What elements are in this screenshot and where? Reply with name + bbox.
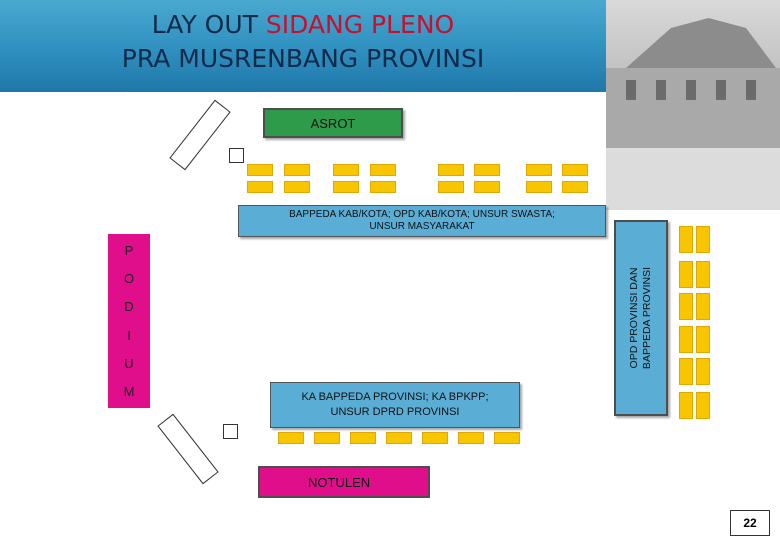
seat bbox=[679, 226, 693, 253]
seat bbox=[474, 181, 500, 193]
seat bbox=[284, 164, 310, 176]
building-photo bbox=[606, 0, 780, 210]
asrot-box: ASROT bbox=[263, 108, 403, 138]
building-window bbox=[656, 80, 666, 100]
opd-provinsi-box: OPD PROVINSI DAN BAPPEDA PROVINSI bbox=[614, 220, 668, 416]
building-window bbox=[746, 80, 756, 100]
seat bbox=[696, 392, 710, 419]
building-window bbox=[686, 80, 696, 100]
marker-square-bottom bbox=[223, 424, 238, 439]
title-part-1: LAY OUT bbox=[152, 10, 266, 39]
opd-line-2: BAPPEDA PROVINSI bbox=[641, 267, 654, 369]
notulen-box: NOTULEN bbox=[258, 466, 430, 498]
building-window bbox=[626, 80, 636, 100]
seat bbox=[562, 164, 588, 176]
seat bbox=[526, 164, 552, 176]
seat bbox=[696, 293, 710, 320]
marker-square-top bbox=[229, 148, 244, 163]
seat bbox=[696, 261, 710, 288]
seat bbox=[350, 432, 376, 444]
title-part-2: SIDANG PLENO bbox=[266, 10, 454, 39]
podium-letter: D bbox=[124, 299, 133, 314]
podium-letter: U bbox=[124, 356, 133, 371]
podium-box: P O D I U M bbox=[108, 234, 150, 408]
building-window bbox=[716, 80, 726, 100]
seat bbox=[696, 326, 710, 353]
ka-line-1: KA BAPPEDA PROVINSI; KA BPKPP; bbox=[301, 390, 488, 405]
title-line-2: PRA MUSRENBANG PROVINSI bbox=[0, 42, 606, 76]
title-line-1: LAY OUT SIDANG PLENO bbox=[0, 8, 606, 42]
seat bbox=[494, 432, 520, 444]
podium-letter: I bbox=[127, 328, 131, 343]
ka-line-2: UNSUR DPRD PROVINSI bbox=[301, 405, 488, 420]
seat bbox=[314, 432, 340, 444]
seat bbox=[474, 164, 500, 176]
seat bbox=[386, 432, 412, 444]
seat bbox=[562, 181, 588, 193]
podium-letter: P bbox=[125, 243, 134, 258]
seat bbox=[422, 432, 448, 444]
seat bbox=[679, 293, 693, 320]
seat bbox=[438, 164, 464, 176]
seat bbox=[333, 164, 359, 176]
bappeda-kab-kota-box: BAPPEDA KAB/KOTA; OPD KAB/KOTA; UNSUR SW… bbox=[238, 205, 606, 237]
page-number: 22 bbox=[730, 510, 770, 536]
seat bbox=[278, 432, 304, 444]
seat bbox=[679, 261, 693, 288]
seat bbox=[679, 392, 693, 419]
page-title: LAY OUT SIDANG PLENO PRA MUSRENBANG PROV… bbox=[0, 8, 606, 76]
seat bbox=[526, 181, 552, 193]
opd-line-1: OPD PROVINSI DAN bbox=[628, 267, 641, 369]
seat bbox=[284, 181, 310, 193]
seat bbox=[696, 226, 710, 253]
building-ground bbox=[606, 148, 780, 210]
seat bbox=[370, 181, 396, 193]
bappeda-line-2: UNSUR MASYARAKAT bbox=[289, 221, 555, 233]
seat bbox=[679, 326, 693, 353]
seat bbox=[438, 181, 464, 193]
door-top bbox=[169, 100, 230, 171]
seat bbox=[679, 358, 693, 385]
ka-bappeda-box: KA BAPPEDA PROVINSI; KA BPKPP; UNSUR DPR… bbox=[270, 382, 520, 428]
seat bbox=[696, 358, 710, 385]
seat bbox=[370, 164, 396, 176]
seat bbox=[247, 164, 273, 176]
podium-letter: O bbox=[124, 271, 134, 286]
bappeda-line-1: BAPPEDA KAB/KOTA; OPD KAB/KOTA; UNSUR SW… bbox=[289, 209, 555, 221]
seat bbox=[333, 181, 359, 193]
podium-letter: M bbox=[124, 384, 135, 399]
door-bottom bbox=[157, 414, 218, 485]
seat bbox=[458, 432, 484, 444]
building-roof bbox=[626, 18, 776, 68]
seat bbox=[247, 181, 273, 193]
